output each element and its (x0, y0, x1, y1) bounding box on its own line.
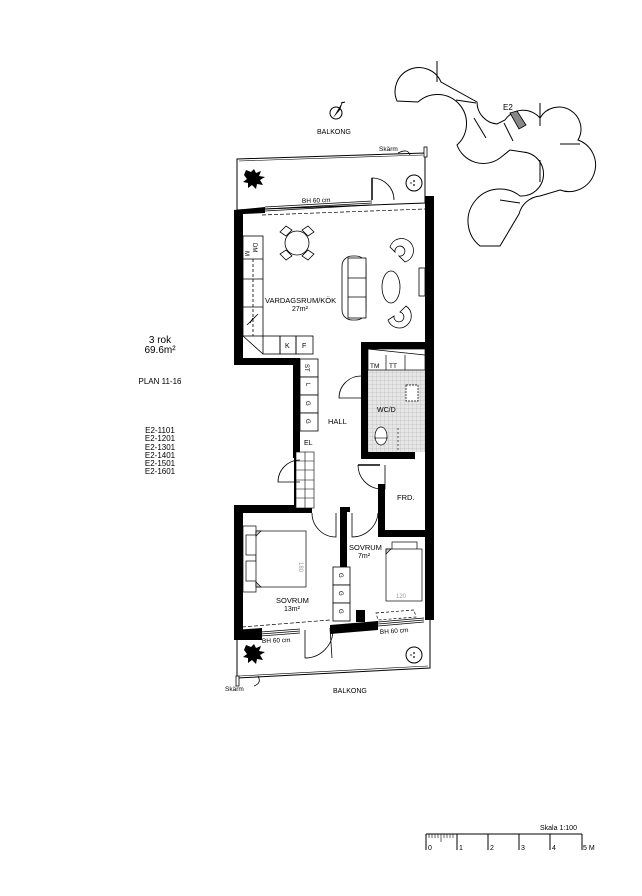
unit-id: E2-1201 (144, 434, 176, 444)
double-bed-width: 180 (297, 562, 303, 573)
balcony-door-top[interactable] (371, 177, 395, 201)
building-marker-label: E2 (503, 103, 513, 112)
hall-storage-st: ST (303, 364, 309, 372)
living-room-name: VARDAGSRUM/KÖK (265, 296, 336, 305)
scale-tick-1: 1 (459, 845, 463, 852)
balcony-top (236, 146, 428, 211)
north-arrow-icon (329, 101, 346, 120)
double-bed (242, 525, 307, 593)
screen-bottom-label: Skärm (225, 686, 244, 693)
closet-door[interactable] (357, 464, 386, 490)
sill-height-top-label: BH 60 cm (302, 197, 331, 205)
building-key-plan (394, 61, 597, 247)
unit-id: E2-1501 (144, 459, 176, 469)
kitchen-fixture-m: M (243, 251, 249, 256)
planter-icon (405, 174, 423, 192)
scale-tick-4: 4 (552, 845, 556, 852)
screen-top-label: Skärm (379, 146, 398, 153)
unit-id: E2-1101 (145, 426, 175, 435)
bedroom-small-area: 7m² (358, 553, 371, 560)
wardrobe-g2: G (337, 591, 343, 596)
scale-tick-3: 3 (521, 845, 525, 852)
unit-id-list: E2-1101 E2-1201 E2-1301 E2-1401 E2-1501 … (134, 426, 186, 477)
scale-tick-5: 5 M (583, 845, 595, 852)
plant-icon (243, 644, 265, 664)
apartment-rooms: 3 rok (148, 335, 172, 346)
scale-tick-2: 2 (490, 845, 494, 852)
unit-id: E2-1601 (144, 467, 176, 477)
sill-height-bottom-left-label: BH 60 cm (262, 637, 291, 645)
coffee-table (381, 270, 401, 304)
wardrobe-g3: G (337, 609, 343, 614)
bedroom-wardrobe (332, 566, 351, 622)
balcony-bottom-label: BALKONG (333, 688, 367, 695)
hall-storage-g2: G (304, 419, 310, 424)
window-top (261, 200, 426, 216)
armchair (387, 238, 414, 329)
hall-name: HALL (328, 417, 347, 426)
planter-icon (405, 646, 423, 664)
kitchen-fixture-f: F (302, 343, 306, 350)
hall-storage-l: L (304, 383, 310, 387)
balcony-top-label: BALKONG (317, 129, 351, 136)
living-room-area: 27m² (292, 306, 309, 313)
kitchen-fixture-dm: DM (251, 243, 257, 252)
kitchen-fixture-k: K (285, 343, 290, 350)
unit-id: E2-1301 (144, 442, 176, 452)
hall-storage (299, 358, 319, 432)
bedroom-small-name: SOVRUM (349, 543, 382, 552)
bathroom-appliances (367, 348, 426, 371)
bedroom-large-name: SOVRUM (276, 596, 309, 605)
window-bottom-right (375, 609, 425, 627)
bathroom-name: WC/D (377, 407, 396, 414)
wardrobe-g1: G (337, 573, 343, 578)
apartment-summary: 3 rok 69.6m² (130, 336, 190, 356)
plant-icon (243, 169, 265, 189)
apartment-area: 69.6m² (144, 345, 176, 356)
window-right (418, 267, 426, 297)
unit-id: E2-1401 (144, 450, 176, 460)
shoe-rack (295, 451, 315, 509)
kitchen-counter (242, 235, 314, 355)
plan-label: PLAN 11-16 (138, 377, 182, 386)
balcony-door-bottom[interactable] (304, 629, 334, 659)
sill-height-bottom-right-label: BH 60 cm (380, 627, 409, 636)
bath-fixture-tm: TM (370, 363, 379, 370)
bedroom-small-door[interactable] (351, 512, 379, 538)
closet-name: FRD. (397, 493, 415, 502)
entry-door[interactable] (277, 459, 301, 483)
scale-bar (425, 833, 583, 850)
dining-table (279, 225, 315, 261)
bathroom-door[interactable] (338, 375, 362, 399)
bedroom-large-door[interactable] (311, 512, 337, 538)
toilet-icon (374, 426, 388, 446)
bedroom-large-area: 13m² (284, 606, 301, 613)
scale-label: Skala 1:100 (540, 825, 577, 832)
scale-tick-0: 0 (428, 845, 432, 852)
single-bed (385, 541, 423, 602)
electrical-panel: EL (304, 440, 313, 447)
sofa (341, 255, 367, 321)
balcony-bottom (235, 620, 431, 687)
single-bed-width: 120 (396, 594, 407, 600)
window-bottom-left (241, 619, 331, 638)
unit-highlight-marker (509, 110, 527, 130)
sink-icon (405, 384, 419, 402)
hall-storage-g1: G (304, 401, 310, 406)
bath-fixture-tt: TT (389, 363, 397, 370)
